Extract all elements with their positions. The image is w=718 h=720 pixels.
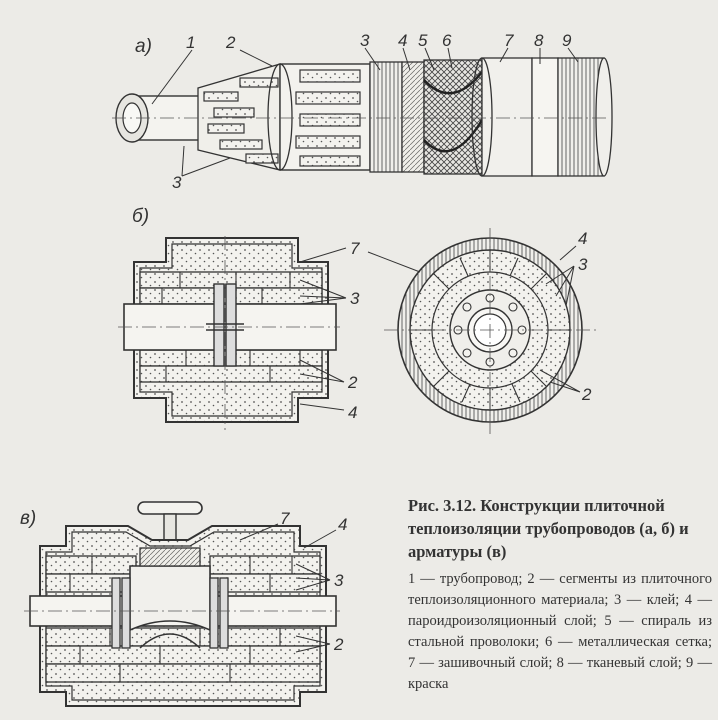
callout-a-7: 7 — [504, 31, 514, 50]
callout-b-right-3: 3 — [578, 255, 588, 274]
metal-mesh-layer — [423, 59, 483, 175]
callout-a-9: 9 — [562, 31, 572, 50]
callout-a-5: 5 — [418, 31, 428, 50]
valve-stem — [163, 513, 177, 541]
callout-b-2: 2 — [347, 373, 358, 392]
callout-c-3: 3 — [334, 571, 344, 590]
panel-c-valve-section: в) — [20, 501, 347, 707]
caption-legend: 1 — трубопровод; 2 — сегменты из плиточн… — [408, 571, 712, 692]
wire-spiral — [423, 71, 484, 153]
callout-a-4: 4 — [398, 31, 407, 50]
valve-flange-left — [111, 577, 121, 649]
figure-caption: Рис. 3.12. Конструкции плиточной теплоиз… — [408, 494, 712, 695]
callout-b-7: 7 — [350, 239, 360, 258]
callout-b-right-2: 2 — [581, 385, 592, 404]
fabric-layer — [531, 57, 559, 177]
panel-a-drawing: а) — [112, 31, 613, 192]
callout-c-4: 4 — [338, 515, 347, 534]
callout-a-2: 2 — [225, 33, 236, 52]
callout-c-7: 7 — [280, 509, 290, 528]
vapor-barrier-layer — [401, 61, 425, 173]
valve-flange-right — [209, 577, 219, 649]
callout-b-4: 4 — [348, 403, 357, 422]
callout-a-6: 6 — [442, 31, 452, 50]
valve-bonnet — [139, 547, 201, 567]
caption-title: Рис. 3.12. Конструкции плиточной теплоиз… — [408, 496, 689, 561]
callout-c-2: 2 — [333, 635, 344, 654]
panel-b-label: б) — [132, 206, 149, 227]
callout-b-right-4: 4 — [578, 229, 587, 248]
callout-a-3-bottom: 3 — [172, 173, 182, 192]
callout-a-1: 1 — [186, 33, 195, 52]
callout-b-3: 3 — [350, 289, 360, 308]
valve-body — [129, 565, 211, 632]
flange-right — [225, 283, 237, 367]
panel-b-cross-section: 4 3 2 — [367, 228, 596, 434]
valve-handwheel — [137, 501, 203, 515]
callout-a-3: 3 — [360, 31, 370, 50]
glue-layer — [369, 61, 403, 173]
panel-c-label: в) — [20, 508, 36, 529]
stitching-layer — [481, 57, 533, 177]
flange-left — [213, 283, 225, 367]
callout-a-8: 8 — [534, 31, 544, 50]
panel-b-longitudinal-section: б) 7 — [118, 206, 360, 430]
panel-a-label: а) — [135, 36, 152, 57]
